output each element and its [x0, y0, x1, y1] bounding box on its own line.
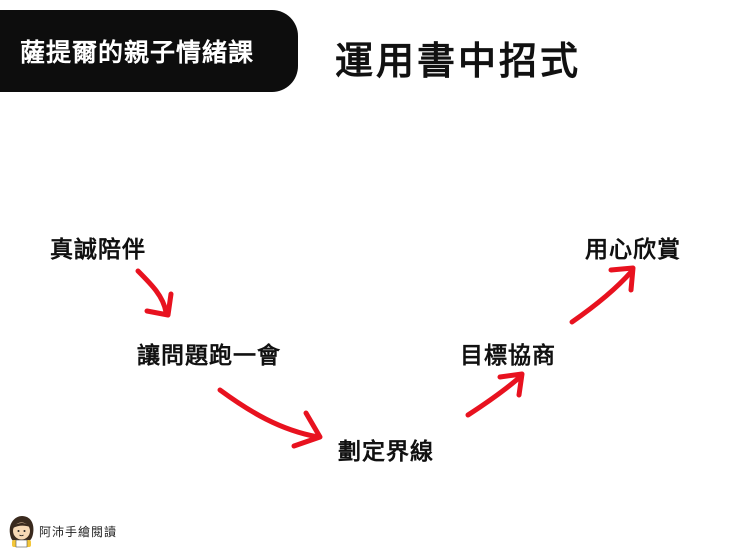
course-tag: 薩提爾的親子情緒課	[0, 10, 298, 92]
step-4: 目標協商	[460, 343, 556, 369]
slide-title: 運用書中招式	[335, 39, 582, 83]
arrow-2	[217, 387, 323, 449]
step-5: 用心欣賞	[585, 237, 681, 263]
step-3: 劃定界線	[338, 439, 434, 465]
arrow-3	[465, 371, 525, 418]
brand-logo: 阿沛手繪閱讀	[6, 514, 117, 548]
girl-avatar-icon	[9, 516, 34, 548]
arrow-4	[569, 265, 636, 325]
step-2: 讓問題跑一會	[137, 343, 281, 369]
arrow-1	[135, 268, 174, 318]
step-1: 真誠陪伴	[50, 237, 146, 263]
course-tag-label: 薩提爾的親子情緒課	[20, 38, 255, 67]
brand-name: 阿沛手繪閱讀	[39, 524, 118, 539]
